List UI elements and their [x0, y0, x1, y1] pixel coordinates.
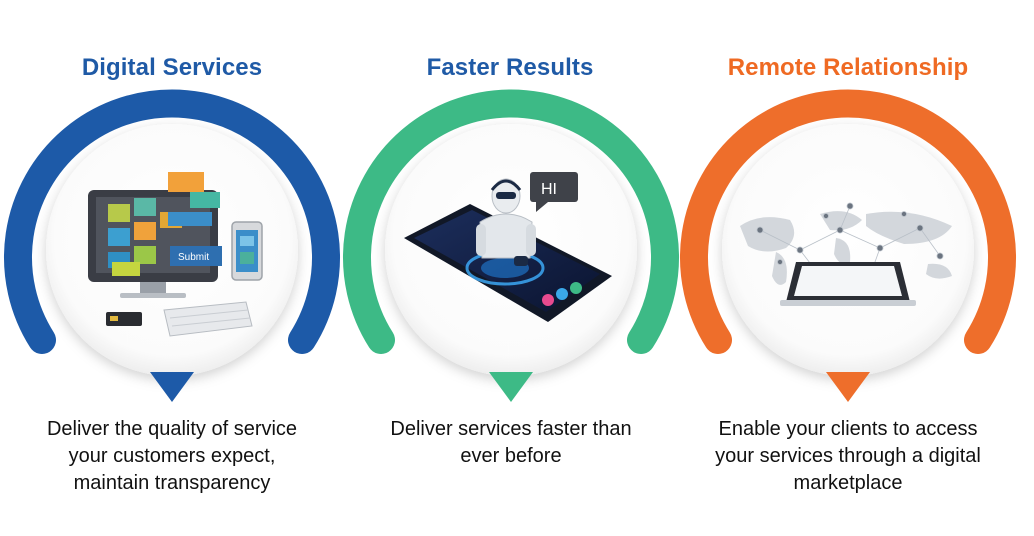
- card-digital-services: Submit: [4, 89, 340, 402]
- card-remote-relationship: [680, 89, 1016, 402]
- title-digital-services: Digital Services: [81, 54, 263, 81]
- description-line: maintain transparency: [73, 472, 271, 494]
- speech-bubble-text: HI: [541, 181, 557, 198]
- title-remote-relationship: Remote Relationship: [727, 54, 969, 81]
- description-line: ever before: [460, 445, 562, 467]
- description-line: Deliver the quality of service: [46, 418, 298, 440]
- world-map-icon: [740, 211, 952, 285]
- description-line: marketplace: [793, 472, 903, 494]
- description-remote-relationship: Enable your clients to access your servi…: [683, 416, 1013, 497]
- orange-arc: [680, 89, 1016, 354]
- submit-tile-label: Submit: [178, 252, 209, 263]
- description-digital-services: Deliver the quality of service your cust…: [7, 416, 337, 497]
- description-line: your services through a digital: [715, 445, 981, 467]
- phone-icon: [231, 221, 263, 281]
- keyboard-icon: [163, 301, 253, 337]
- floating-tiles: Submit: [112, 172, 222, 276]
- blue-arc: [4, 89, 340, 354]
- pointer-blue: [150, 372, 194, 402]
- pointer-green: [489, 372, 533, 402]
- description-line: Deliver services faster than: [390, 418, 632, 440]
- smartphone-icon: [404, 204, 612, 322]
- green-arc: [343, 89, 679, 354]
- description-line: your customers expect,: [68, 445, 276, 467]
- card-icon: [106, 312, 142, 326]
- description-faster-results: Deliver services faster than ever before: [346, 416, 676, 470]
- title-faster-results: Faster Results: [426, 54, 594, 81]
- description-line: Enable your clients to access: [718, 418, 978, 440]
- tablet-icon: [780, 262, 916, 306]
- pointer-orange: [826, 372, 870, 402]
- robot-icon: [476, 178, 536, 266]
- speech-bubble-icon: HI: [530, 172, 578, 212]
- card-faster-results: HI: [343, 89, 679, 402]
